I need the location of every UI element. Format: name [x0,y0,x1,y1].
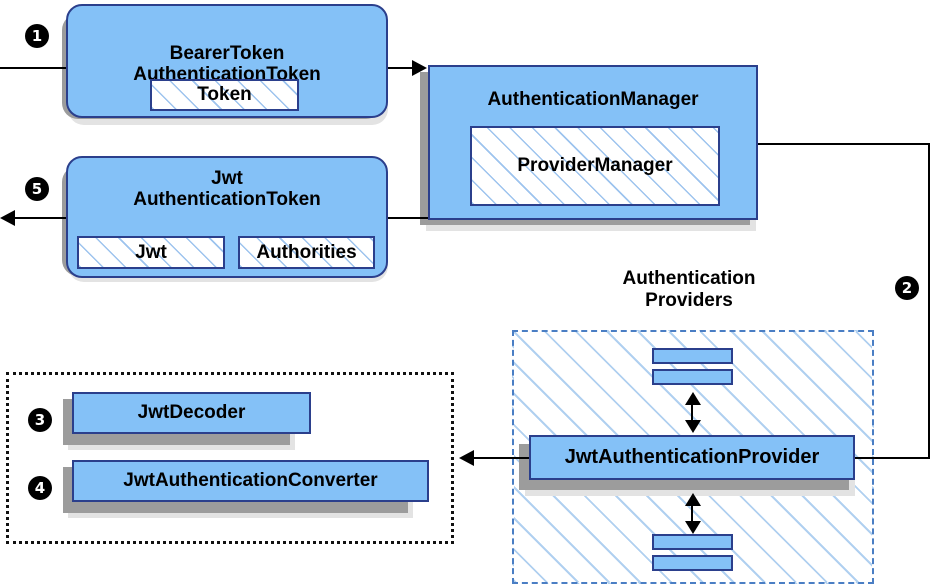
jwt-support-components-region [6,372,454,544]
provider-top-arrow-up [685,392,701,405]
jwt-inner-panel[interactable]: Jwt [77,236,225,269]
step1-incoming-line [0,67,70,69]
token-inner-label: Token [197,84,252,105]
jwt-token-title-line2: AuthenticationToken [133,189,321,211]
jwt-authentication-converter-node[interactable]: JwtAuthenticationConverter [72,460,429,502]
bearer-to-manager-line [386,67,418,69]
marker-5: 5 [25,177,49,201]
provider-bottom-connector [691,499,693,525]
jwt-decoder-label: JwtDecoder [137,402,246,424]
authentication-providers-label: Authentication Providers [598,268,780,313]
marker-3: 3 [28,408,52,432]
provider-manager-label: ProviderManager [517,155,673,176]
provider-slot-bottom-bar-1 [652,534,733,550]
authentication-providers-label-line1: Authentication [622,268,756,289]
jwt-authentication-provider-label: JwtAuthenticationProvider [564,446,820,469]
provider-bottom-arrow-up [685,493,701,506]
provider-bottom-arrow-down [685,521,701,534]
provider-to-support-line [474,457,530,459]
step5-outgoing-arrowhead [0,210,15,226]
provider-top-connector [691,398,693,424]
bearer-to-manager-arrowhead [412,60,427,76]
authorities-inner-panel[interactable]: Authorities [238,236,375,269]
authentication-providers-label-line2: Providers [645,290,733,312]
marker-2: 2 [895,276,919,300]
into-providers-line [793,457,930,459]
jwt-authentication-converter-label: JwtAuthenticationConverter [123,470,378,492]
provider-slot-top-bar-2 [652,369,733,385]
provider-slot-top-bar-1 [652,348,733,364]
token-inner-panel[interactable]: Token [150,79,299,111]
authentication-manager-title: AuthenticationManager [487,89,699,110]
jwt-authentication-provider-node[interactable]: JwtAuthenticationProvider [529,435,855,480]
jwt-token-title-line1: Jwt [211,168,243,189]
provider-slot-bottom-bar-2 [652,555,733,571]
bearer-token-title-line1: BearerToken [169,42,285,64]
marker-1: 1 [25,24,49,48]
jwt-inner-label: Jwt [135,241,167,263]
provider-top-arrow-down [685,420,701,433]
manager-to-jwt-token-line [386,217,430,219]
provider-manager-inner-panel[interactable]: ProviderManager [470,126,720,206]
marker-4: 4 [28,476,52,500]
manager-right-exit-line [756,143,930,145]
provider-to-support-arrowhead [459,450,474,466]
authorities-inner-label: Authorities [256,241,357,263]
jwt-decoder-node[interactable]: JwtDecoder [72,392,311,434]
manager-right-down-line [928,143,930,459]
step5-outgoing-line [4,217,70,219]
